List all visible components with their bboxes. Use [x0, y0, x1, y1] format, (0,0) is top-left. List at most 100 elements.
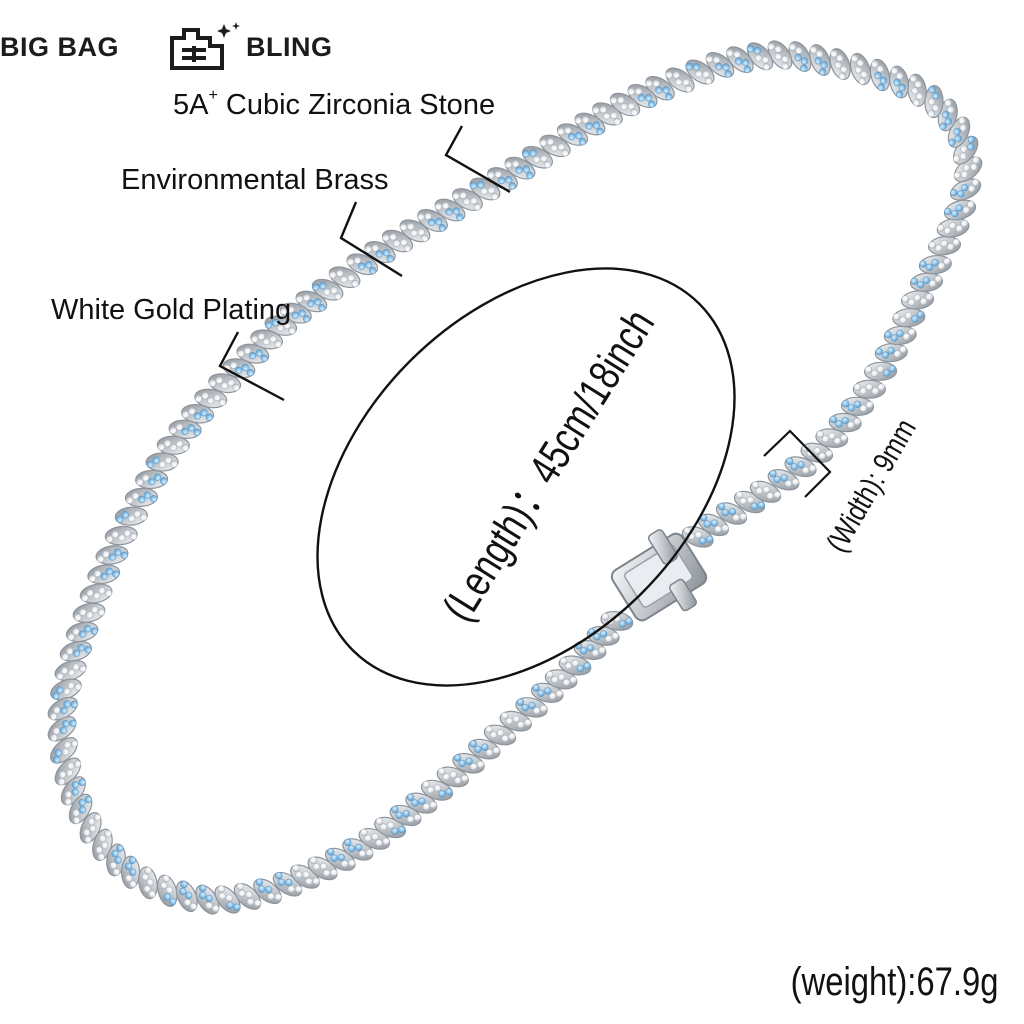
- white-stone: [253, 899, 262, 907]
- blue-stone: [205, 413, 213, 421]
- chain-link: [927, 235, 962, 256]
- blue-stone: [705, 535, 714, 543]
- white-stone: [972, 156, 980, 164]
- white-stone: [429, 801, 437, 809]
- blue-stone: [957, 190, 965, 198]
- white-stone: [351, 279, 359, 288]
- white-stone: [491, 192, 499, 200]
- white-stone: [201, 391, 209, 400]
- blue-stone: [456, 213, 464, 221]
- white-stone: [157, 443, 165, 451]
- white-stone: [81, 594, 89, 602]
- white-stone: [712, 55, 721, 64]
- chain-link: [65, 621, 99, 643]
- white-stone: [211, 904, 220, 913]
- white-stone: [72, 809, 80, 817]
- white-stone: [860, 70, 868, 78]
- white-stone: [904, 311, 913, 320]
- white-stone: [84, 835, 92, 844]
- blue-stone: [260, 354, 268, 362]
- white-stone: [67, 681, 75, 690]
- white-stone: [63, 687, 71, 696]
- white-stone: [935, 244, 943, 253]
- white-stone: [735, 491, 744, 499]
- white-stone: [892, 313, 901, 321]
- white-stone: [237, 349, 245, 357]
- white-stone: [392, 239, 401, 247]
- blue-stone: [452, 207, 460, 215]
- white-stone: [953, 171, 962, 180]
- white-stone: [795, 46, 803, 54]
- white-stone: [818, 452, 826, 460]
- blue-stone: [277, 878, 286, 887]
- white-stone: [599, 105, 607, 114]
- chain-link: [95, 545, 129, 565]
- white-stone: [540, 154, 548, 162]
- logo-text-right: BLING: [246, 32, 333, 62]
- blue-stone: [83, 624, 92, 633]
- chain-link: [889, 65, 910, 99]
- white-stone: [97, 608, 105, 616]
- chain-link: [54, 659, 87, 681]
- white-stone: [98, 834, 106, 843]
- blue-stone: [435, 217, 443, 226]
- white-stone: [485, 749, 494, 757]
- white-stone: [459, 191, 467, 199]
- blue-stone: [330, 854, 338, 862]
- blue-stone: [955, 204, 964, 212]
- white-stone: [417, 213, 425, 221]
- white-stone: [476, 760, 485, 769]
- white-stone: [104, 589, 112, 597]
- chain-link: [522, 145, 553, 169]
- white-stone: [413, 813, 422, 822]
- chain-link: [208, 373, 242, 394]
- blue-stone: [884, 330, 892, 339]
- white-stone: [127, 514, 136, 522]
- blue-stone: [406, 793, 415, 802]
- blue-stone: [898, 83, 906, 92]
- blue-stone: [71, 781, 79, 789]
- white-stone: [494, 170, 502, 178]
- blue-stone: [284, 878, 293, 887]
- plating-leader-line: [218, 331, 285, 402]
- blue-stone: [818, 68, 827, 76]
- white-stone: [821, 435, 830, 443]
- white-stone: [441, 201, 450, 210]
- white-stone: [828, 432, 836, 440]
- blue-stone: [757, 501, 765, 510]
- white-stone: [162, 875, 170, 883]
- blue-stone: [265, 886, 273, 894]
- white-stone: [533, 707, 541, 715]
- white-stone: [243, 346, 252, 355]
- chain-link: [120, 855, 141, 889]
- blue-stone: [100, 572, 108, 580]
- white-stone: [417, 228, 425, 236]
- white-stone: [559, 657, 568, 665]
- white-stone: [932, 103, 940, 112]
- white-stone: [512, 715, 521, 723]
- white-stone: [50, 733, 58, 742]
- blue-stone: [592, 121, 600, 129]
- blue-stone: [728, 508, 737, 516]
- blue-stone: [55, 686, 64, 694]
- white-stone: [97, 853, 105, 861]
- white-stone: [564, 126, 572, 134]
- white-stone: [946, 243, 955, 251]
- blue-stone: [717, 502, 726, 511]
- white-stone: [865, 383, 874, 391]
- blue-stone: [146, 460, 154, 468]
- blue-stone: [893, 78, 901, 87]
- white-stone: [546, 671, 554, 679]
- blue-stone: [544, 687, 552, 695]
- chain-link: [175, 880, 198, 913]
- blue-stone: [580, 647, 588, 655]
- chain-link: [924, 84, 944, 119]
- blue-stone: [199, 884, 207, 893]
- chain-link: [943, 199, 977, 221]
- white-stone: [557, 673, 566, 682]
- chain-link: [328, 266, 361, 288]
- white-stone: [322, 869, 331, 877]
- chain-link: [863, 361, 898, 381]
- blue-stone: [61, 719, 70, 728]
